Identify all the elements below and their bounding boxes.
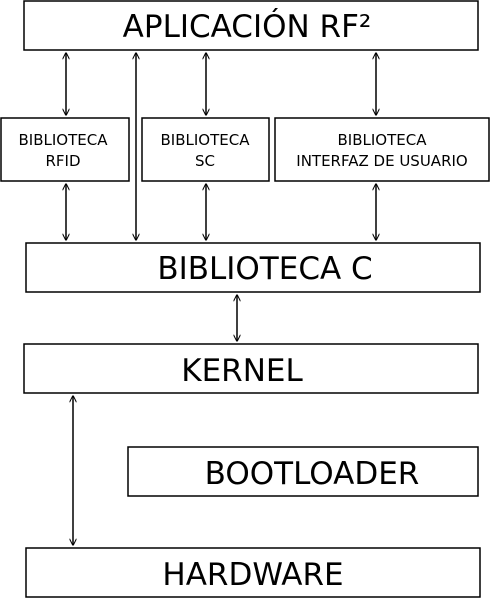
hardware-label: HARDWARE	[162, 557, 343, 593]
lib-rfid-box: BIBLIOTECA RFID	[0, 117, 130, 182]
bootloader-box: BOOTLOADER	[127, 446, 479, 497]
lib-ui-line1: BIBLIOTECA	[338, 131, 428, 149]
hardware-box: HARDWARE	[25, 547, 481, 598]
lib-sc-box: BIBLIOTECA SC	[141, 117, 270, 182]
kernel-label: KERNEL	[181, 353, 303, 389]
lib-sc-line1: BIBLIOTECA	[161, 131, 251, 149]
lib-ui-line2: INTERFAZ DE USUARIO	[296, 152, 467, 170]
lib-sc-line2: SC	[195, 152, 215, 170]
lib-c-label: BIBLIOTECA C	[157, 251, 372, 287]
lib-ui-box: BIBLIOTECA INTERFAZ DE USUARIO	[274, 117, 490, 182]
kernel-box: KERNEL	[23, 343, 479, 394]
app-box: APLICACIÓN RF²	[23, 0, 479, 51]
lib-rfid-line1: BIBLIOTECA	[19, 131, 109, 149]
lib-rfid-line2: RFID	[45, 152, 80, 170]
lib-c-box: BIBLIOTECA C	[25, 242, 481, 293]
bootloader-label: BOOTLOADER	[205, 456, 420, 492]
app-label: APLICACIÓN RF²	[123, 8, 372, 45]
